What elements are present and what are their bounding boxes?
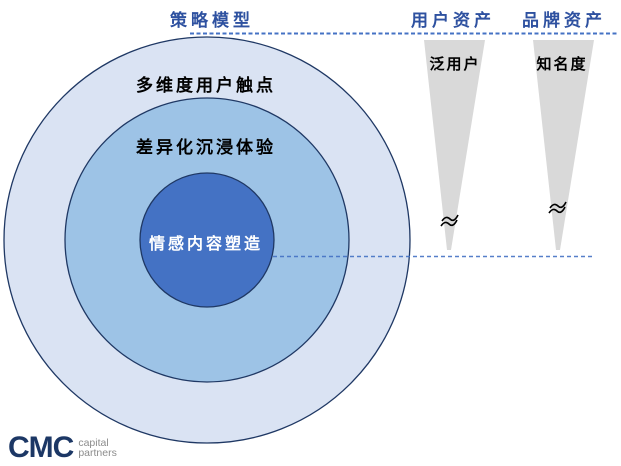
cmc-logo-subtitle: capital partners xyxy=(78,436,117,459)
cmc-subtitle-line2: partners xyxy=(78,447,117,459)
cmc-wordmark: CMC xyxy=(8,431,74,464)
cmc-subtitle-line1: capital xyxy=(78,436,109,449)
cmc-logo: CMC capital partners xyxy=(8,430,126,466)
brand-assets-header: 品牌资产 xyxy=(522,11,606,30)
inner-ring-label: 情感内容塑造 xyxy=(148,236,264,253)
brand-funnel-label: 知名度 xyxy=(536,57,588,73)
brand-asset-funnel xyxy=(533,40,594,250)
right-break-mark xyxy=(548,201,567,214)
left-break-mark xyxy=(440,214,459,227)
outer-ring-label: 多维度用户触点 xyxy=(136,76,276,95)
user-assets-header: 用户资产 xyxy=(411,11,495,30)
user-asset-funnel xyxy=(424,40,485,250)
strategy-model-header: 策略模型 xyxy=(170,11,254,30)
user-funnel-label: 泛用户 xyxy=(429,57,481,73)
inner-ring xyxy=(139,172,275,308)
middle-ring-label: 差异化沉浸体验 xyxy=(136,138,276,157)
